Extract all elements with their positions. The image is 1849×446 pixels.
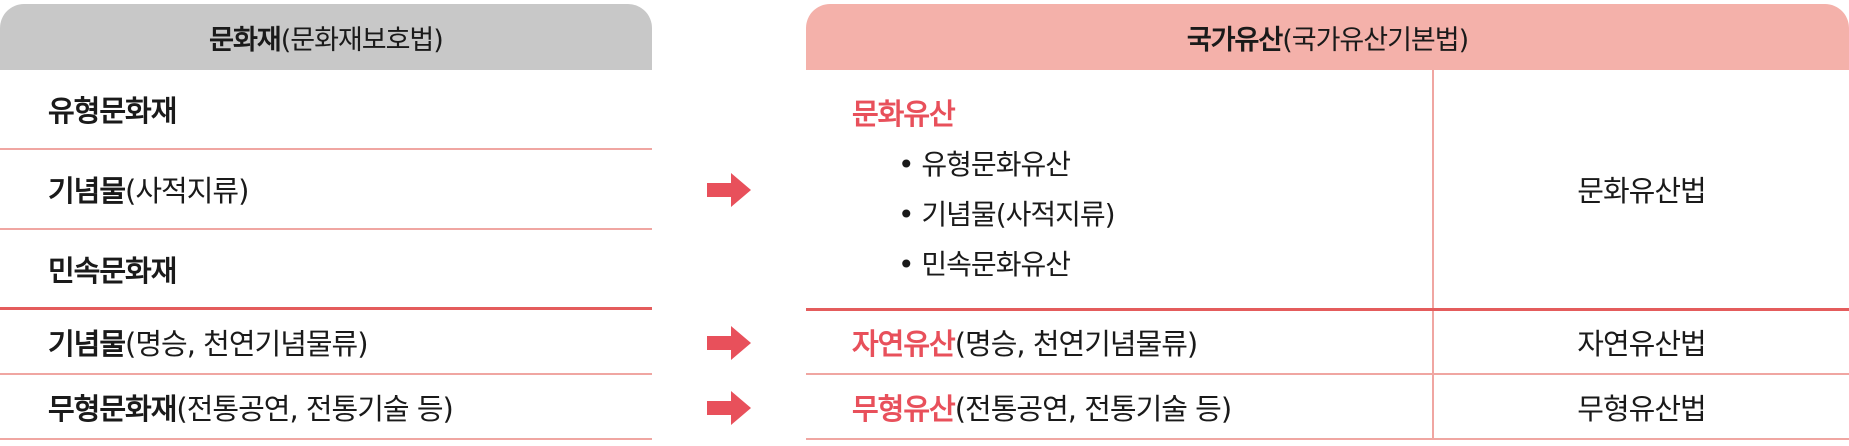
old-item-row: 민속문화재	[0, 230, 652, 310]
old-item-label: 유형문화재	[48, 94, 177, 128]
heritage-subitem: • 기념물(사적지류)	[898, 198, 1116, 231]
new-system-title: 국가유산	[1186, 24, 1283, 56]
heritage-category-title: 무형유산	[852, 391, 956, 426]
new-system-header: 국가유산(국가유산기본법)	[806, 4, 1849, 70]
heritage-law: 무형유산법	[1577, 391, 1706, 426]
old-system-title: 문화재	[209, 24, 282, 56]
old-item-row: 유형문화재	[0, 70, 652, 150]
row-divider	[806, 438, 1849, 440]
new-system-law: (국가유산기본법)	[1282, 24, 1469, 56]
arrow-right-icon	[707, 391, 751, 425]
old-item-row: 기념물(명승, 천연기념물류)	[0, 310, 652, 375]
old-item-label: 기념물	[48, 326, 126, 361]
heritage-category-sub: (명승, 천연기념물류)	[954, 326, 1199, 361]
old-item-row: 기념물(사적지류)	[0, 150, 652, 230]
heritage-category: 자연유산(명승, 천연기념물류)	[852, 310, 1199, 373]
old-item-row: 무형문화재(전통공연, 전통기술 등)	[0, 375, 652, 440]
old-system-header: 문화재(문화재보호법)	[0, 4, 652, 70]
old-item-sub: (사적지류)	[125, 174, 249, 208]
old-item-label: 기념물	[48, 174, 126, 208]
arrow-right-icon	[707, 326, 751, 360]
column-divider	[1432, 70, 1434, 440]
row-divider	[806, 373, 1849, 375]
heritage-category: 문화유산	[852, 92, 956, 132]
old-item-label: 무형문화재	[48, 391, 177, 426]
old-system-law: (문화재보호법)	[280, 24, 444, 56]
old-item-sub: (명승, 천연기념물류)	[125, 326, 369, 361]
heritage-subitem: • 유형문화유산	[898, 148, 1071, 181]
heritage-category-title: 문화유산	[852, 97, 956, 131]
new-system-panel: 국가유산(국가유산기본법)	[806, 4, 1849, 70]
heritage-category-title: 자연유산	[852, 326, 956, 361]
old-item-sub: (전통공연, 전통기술 등)	[176, 391, 453, 426]
heritage-subitem: • 민속문화유산	[898, 248, 1071, 281]
old-item-label: 민속문화재	[48, 253, 177, 288]
heritage-category: 무형유산(전통공연, 전통기술 등)	[852, 375, 1232, 438]
heritage-law: 문화유산법	[1577, 174, 1706, 208]
arrow-right-icon	[707, 173, 751, 207]
heritage-category-sub: (전통공연, 전통기술 등)	[954, 391, 1232, 426]
row-divider	[806, 308, 1849, 311]
heritage-law: 자연유산법	[1577, 326, 1706, 361]
old-system-panel: 문화재(문화재보호법)	[0, 4, 652, 70]
